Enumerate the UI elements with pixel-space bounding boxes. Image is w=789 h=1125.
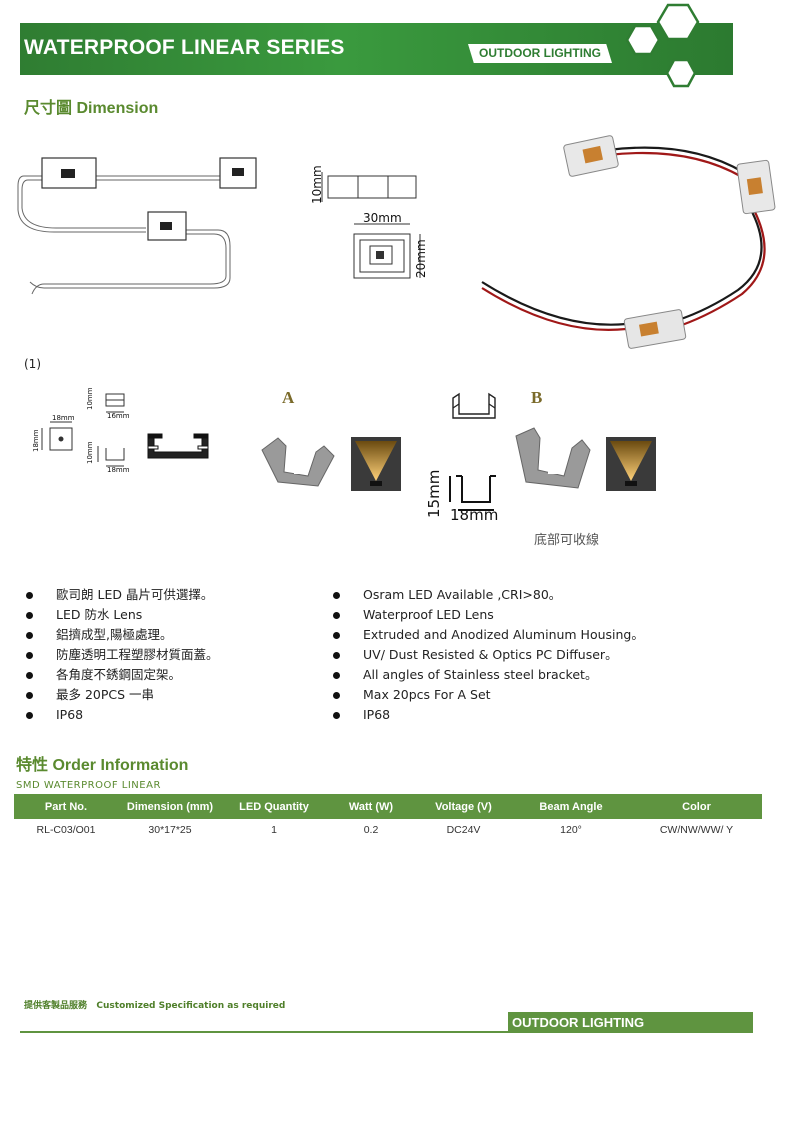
col-dimension: Dimension (mm) bbox=[118, 794, 222, 819]
cell-beam-angle: 120° bbox=[560, 824, 582, 836]
page-title: WATERPROOF LINEAR SERIES bbox=[24, 36, 345, 59]
list-item: UV/ Dust Resisted & Optics PC Diffuser。 bbox=[331, 645, 644, 665]
bullet-icon bbox=[333, 712, 340, 719]
col-watt: Watt (W) bbox=[326, 794, 416, 819]
bullet-icon bbox=[333, 652, 340, 659]
bullet-icon bbox=[333, 632, 340, 639]
product-photo bbox=[481, 135, 776, 349]
order-section-title: 特性 Order Information bbox=[16, 757, 189, 774]
cell-voltage: DC24V bbox=[446, 824, 481, 836]
bullet-icon bbox=[333, 672, 340, 679]
list-item: 各角度不銹鋼固定架。 bbox=[24, 665, 219, 685]
list-item: Osram LED Available ,CRI>80。 bbox=[331, 585, 644, 605]
bullet-icon bbox=[26, 592, 33, 599]
features-chinese-list: 歐司朗 LED 晶片可供選擇。 LED 防水 Lens 鋁擠成型,陽極處理。 防… bbox=[24, 585, 219, 725]
bullet-icon bbox=[333, 612, 340, 619]
bullet-icon bbox=[333, 692, 340, 699]
hexagon-decoration-icon bbox=[625, 3, 700, 88]
bracket-dimension-drawing: 18mm 18mm 10mm 16mm 10mm 18mm bbox=[32, 387, 209, 474]
bracket-10mm-label-a: 10mm bbox=[86, 387, 94, 410]
cell-color: CW/NW/WW/ Y bbox=[659, 824, 734, 836]
bracket-index: (1) bbox=[24, 357, 41, 371]
beam-a-icon bbox=[351, 437, 401, 491]
table-row: RL-C03/O01 30*17*25 1 0.2 DC24V 120° CW/… bbox=[14, 819, 762, 841]
bullet-icon bbox=[26, 712, 33, 719]
dim-10mm-label: 10mm bbox=[310, 166, 324, 204]
col-led-quantity: LED Quantity bbox=[222, 794, 326, 819]
col-voltage: Voltage (V) bbox=[416, 794, 511, 819]
bracket-b-photo bbox=[515, 427, 591, 489]
customization-note: 提供客製品服務 Customized Specification as requ… bbox=[24, 1001, 286, 1011]
order-table: Part No. Dimension (mm) LED Quantity Wat… bbox=[14, 794, 762, 841]
bracket-b-15mm-label: 15mm bbox=[425, 470, 443, 518]
list-item: Max 20pcs For A Set bbox=[331, 685, 644, 705]
list-item: 歐司朗 LED 晶片可供選擇。 bbox=[24, 585, 219, 605]
dim-30mm-label: 30mm bbox=[363, 211, 402, 225]
cell-dimension: 30*17*25 bbox=[148, 824, 192, 836]
col-beam-angle: Beam Angle bbox=[511, 794, 631, 819]
bracket-a-photo bbox=[261, 437, 335, 487]
list-item: IP68 bbox=[331, 705, 644, 725]
list-item: Waterproof LED Lens bbox=[331, 605, 644, 625]
bracket-18mm-bottom-label: 18mm bbox=[107, 466, 130, 474]
bullet-icon bbox=[26, 632, 33, 639]
features-english-list: Osram LED Available ,CRI>80。 Waterproof … bbox=[331, 585, 644, 725]
order-subtitle: SMD WATERPROOF LINEAR bbox=[16, 780, 161, 791]
bullet-icon bbox=[26, 652, 33, 659]
cable-storage-note: 底部可收線 bbox=[534, 533, 600, 548]
footer-divider bbox=[20, 1031, 753, 1033]
bracket-10mm-label-b: 10mm bbox=[86, 441, 94, 464]
list-item: All angles of Stainless steel bracket。 bbox=[331, 665, 644, 685]
category-tag: OUTDOOR LIGHTING bbox=[468, 44, 612, 63]
bullet-icon bbox=[333, 592, 340, 599]
module-dimension-drawing: 10mm 30mm 20mm bbox=[310, 166, 428, 279]
bullet-icon bbox=[26, 692, 33, 699]
footer-band: OUTDOOR LIGHTING bbox=[508, 1012, 753, 1033]
bracket-b-drawing bbox=[452, 392, 496, 419]
list-item: IP68 bbox=[24, 705, 219, 725]
bracket-16mm-label: 16mm bbox=[107, 412, 130, 420]
table-header-row: Part No. Dimension (mm) LED Quantity Wat… bbox=[14, 794, 762, 819]
bracket-18mm-side-label: 18mm bbox=[32, 429, 40, 452]
bullet-icon bbox=[26, 612, 33, 619]
header-banner bbox=[20, 23, 733, 75]
beam-b-icon bbox=[606, 437, 656, 491]
bracket-18mm-top-label: 18mm bbox=[52, 414, 75, 422]
col-part-no: Part No. bbox=[14, 794, 118, 819]
dimension-section-title: 尺寸圖 Dimension bbox=[24, 100, 159, 117]
module-string-drawing bbox=[17, 157, 257, 295]
cell-part-no: RL-C03/O01 bbox=[36, 824, 96, 836]
bullet-icon bbox=[26, 672, 33, 679]
cell-led-quantity: 1 bbox=[271, 824, 277, 836]
list-item: Extruded and Anodized Aluminum Housing。 bbox=[331, 625, 644, 645]
list-item: 鋁擠成型,陽極處理。 bbox=[24, 625, 219, 645]
col-color: Color bbox=[631, 794, 762, 819]
option-a-label: A bbox=[282, 388, 295, 407]
list-item: LED 防水 Lens bbox=[24, 605, 219, 625]
cell-watt: 0.2 bbox=[363, 824, 379, 836]
list-item: 最多 20PCS 一串 bbox=[24, 685, 219, 705]
bracket-b-18mm-label: 18mm bbox=[450, 506, 498, 522]
dim-20mm-label: 20mm bbox=[414, 239, 428, 278]
list-item: 防塵透明工程塑膠材質面蓋。 bbox=[24, 645, 219, 665]
option-b-label: B bbox=[531, 388, 543, 407]
bracket-b-profile: 15mm 18mm bbox=[425, 470, 498, 522]
